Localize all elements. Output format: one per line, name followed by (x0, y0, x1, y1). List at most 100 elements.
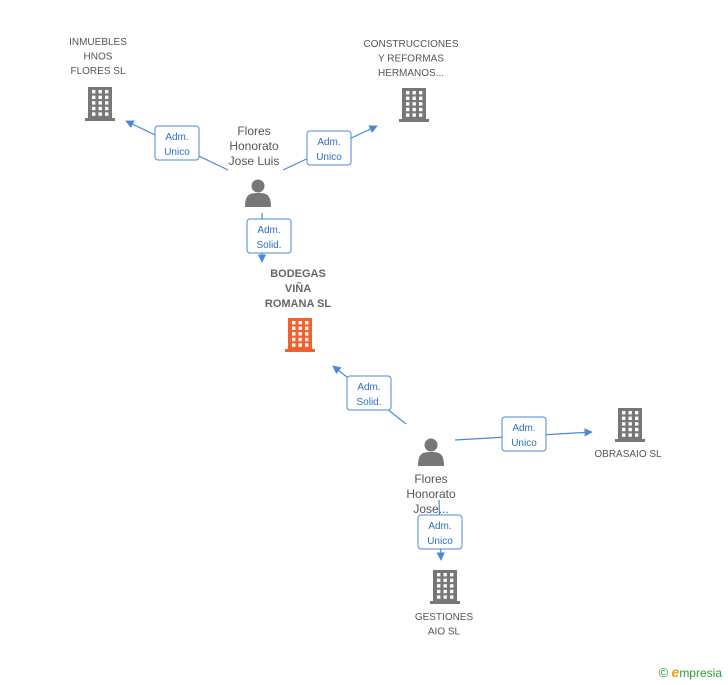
person-head (424, 438, 438, 452)
building-window (635, 427, 639, 432)
edges-layer (125, 120, 593, 561)
brand-footer[interactable]: © empresia (659, 664, 722, 680)
company-name-line: AIO SL (428, 627, 461, 638)
company-name-line: HNOS (84, 52, 113, 63)
copyright-symbol: © (658, 665, 669, 680)
relation-label-p2-obrasaio[interactable]: Adm.Unico (501, 416, 547, 452)
building-window (412, 113, 416, 117)
building-window (622, 433, 626, 437)
building-window (419, 91, 423, 95)
building-icon[interactable] (85, 87, 115, 121)
building-window (292, 337, 296, 342)
building-window (105, 101, 109, 105)
building-window (628, 411, 632, 415)
building-window (298, 332, 302, 336)
building-window (98, 90, 102, 94)
company-name-line: FLORES SL (70, 66, 125, 77)
building-window (412, 91, 416, 95)
building-window (622, 411, 626, 415)
building-window (437, 595, 441, 599)
person-name-line: Jose Luis (229, 154, 280, 168)
building-window (443, 578, 447, 582)
building-window (443, 584, 447, 588)
building-window (406, 107, 410, 112)
relation-label-p1-bodegas[interactable]: Adm.Solid. (246, 218, 292, 254)
relation-label-p1-construcciones[interactable]: Adm.Unico (306, 130, 352, 166)
person-name-line: Flores (237, 124, 270, 138)
company-node-bodegas[interactable]: BODEGAS VIÑA ROMANA SL (265, 268, 331, 352)
building-window (92, 101, 96, 105)
building-window (443, 595, 447, 599)
building-window (443, 573, 447, 577)
building-window (635, 422, 639, 426)
relation-label-p1-inmuebles[interactable]: Adm.Unico (154, 125, 200, 161)
building-window (443, 589, 447, 594)
brand-name: mpresia (679, 666, 722, 680)
building-icon[interactable] (285, 318, 315, 352)
company-node-obrasaio[interactable]: OBRASAIO SL (594, 408, 662, 460)
building-window (419, 107, 423, 112)
company-name: OBRASAIO SL (594, 449, 662, 460)
company-name-line: ROMANA SL (265, 298, 331, 310)
building-window (406, 113, 410, 117)
building-window (92, 95, 96, 99)
building-window (450, 578, 454, 582)
relation-label-p2-bodegas[interactable]: Adm.Solid. (346, 375, 392, 411)
building-window (105, 112, 109, 116)
person-body (245, 193, 271, 207)
building-window (292, 343, 296, 347)
relation-label-p2-gestiones[interactable]: Adm.Unico (417, 514, 463, 550)
building-window (105, 95, 109, 99)
building-window (412, 107, 416, 112)
person-node-p2[interactable]: FloresHonoratoJose... (406, 438, 456, 517)
relation-label-box (306, 130, 352, 166)
company-name-line: HERMANOS... (378, 68, 444, 79)
building-window (419, 113, 423, 117)
building-window (98, 106, 102, 111)
person-icon[interactable] (418, 438, 444, 467)
relation-labels-layer: Adm.UnicoAdm.UnicoAdm.Solid.Adm.Solid.Ad… (154, 125, 547, 550)
company-name-line: BODEGAS (270, 268, 326, 280)
building-window (419, 102, 423, 106)
person-icon[interactable] (245, 179, 271, 208)
building-window (305, 343, 309, 347)
relation-label-text: Adm. (357, 382, 380, 393)
building-window (92, 112, 96, 116)
relation-label-text: Adm. (428, 521, 451, 532)
company-name-line: CONSTRUCCIONES (363, 39, 458, 50)
relation-label-text: Adm. (165, 132, 188, 143)
person-name-line: Honorato (406, 487, 456, 501)
building-window (437, 589, 441, 594)
building-icon[interactable] (430, 570, 460, 604)
company-name-line: VIÑA (285, 282, 311, 295)
building-window (635, 411, 639, 415)
relation-label-box (154, 125, 200, 161)
building-window (298, 343, 302, 347)
building-icon[interactable] (399, 88, 429, 122)
building-window (450, 573, 454, 577)
building-window (406, 91, 410, 95)
building-window (105, 106, 109, 111)
building-window (98, 101, 102, 105)
person-name-line: Flores (414, 472, 447, 486)
relation-label-text: Adm. (257, 225, 280, 236)
relation-label-text: Unico (511, 438, 537, 449)
building-icon[interactable] (615, 408, 645, 442)
building-window (628, 433, 632, 437)
building-window (92, 90, 96, 94)
person-name: FloresHonoratoJose... (406, 472, 456, 516)
building-window (419, 96, 423, 100)
building-window (628, 422, 632, 426)
building-window (437, 584, 441, 588)
building-window (105, 90, 109, 94)
building-window (98, 112, 102, 116)
building-window (450, 584, 454, 588)
building-window (437, 578, 441, 582)
